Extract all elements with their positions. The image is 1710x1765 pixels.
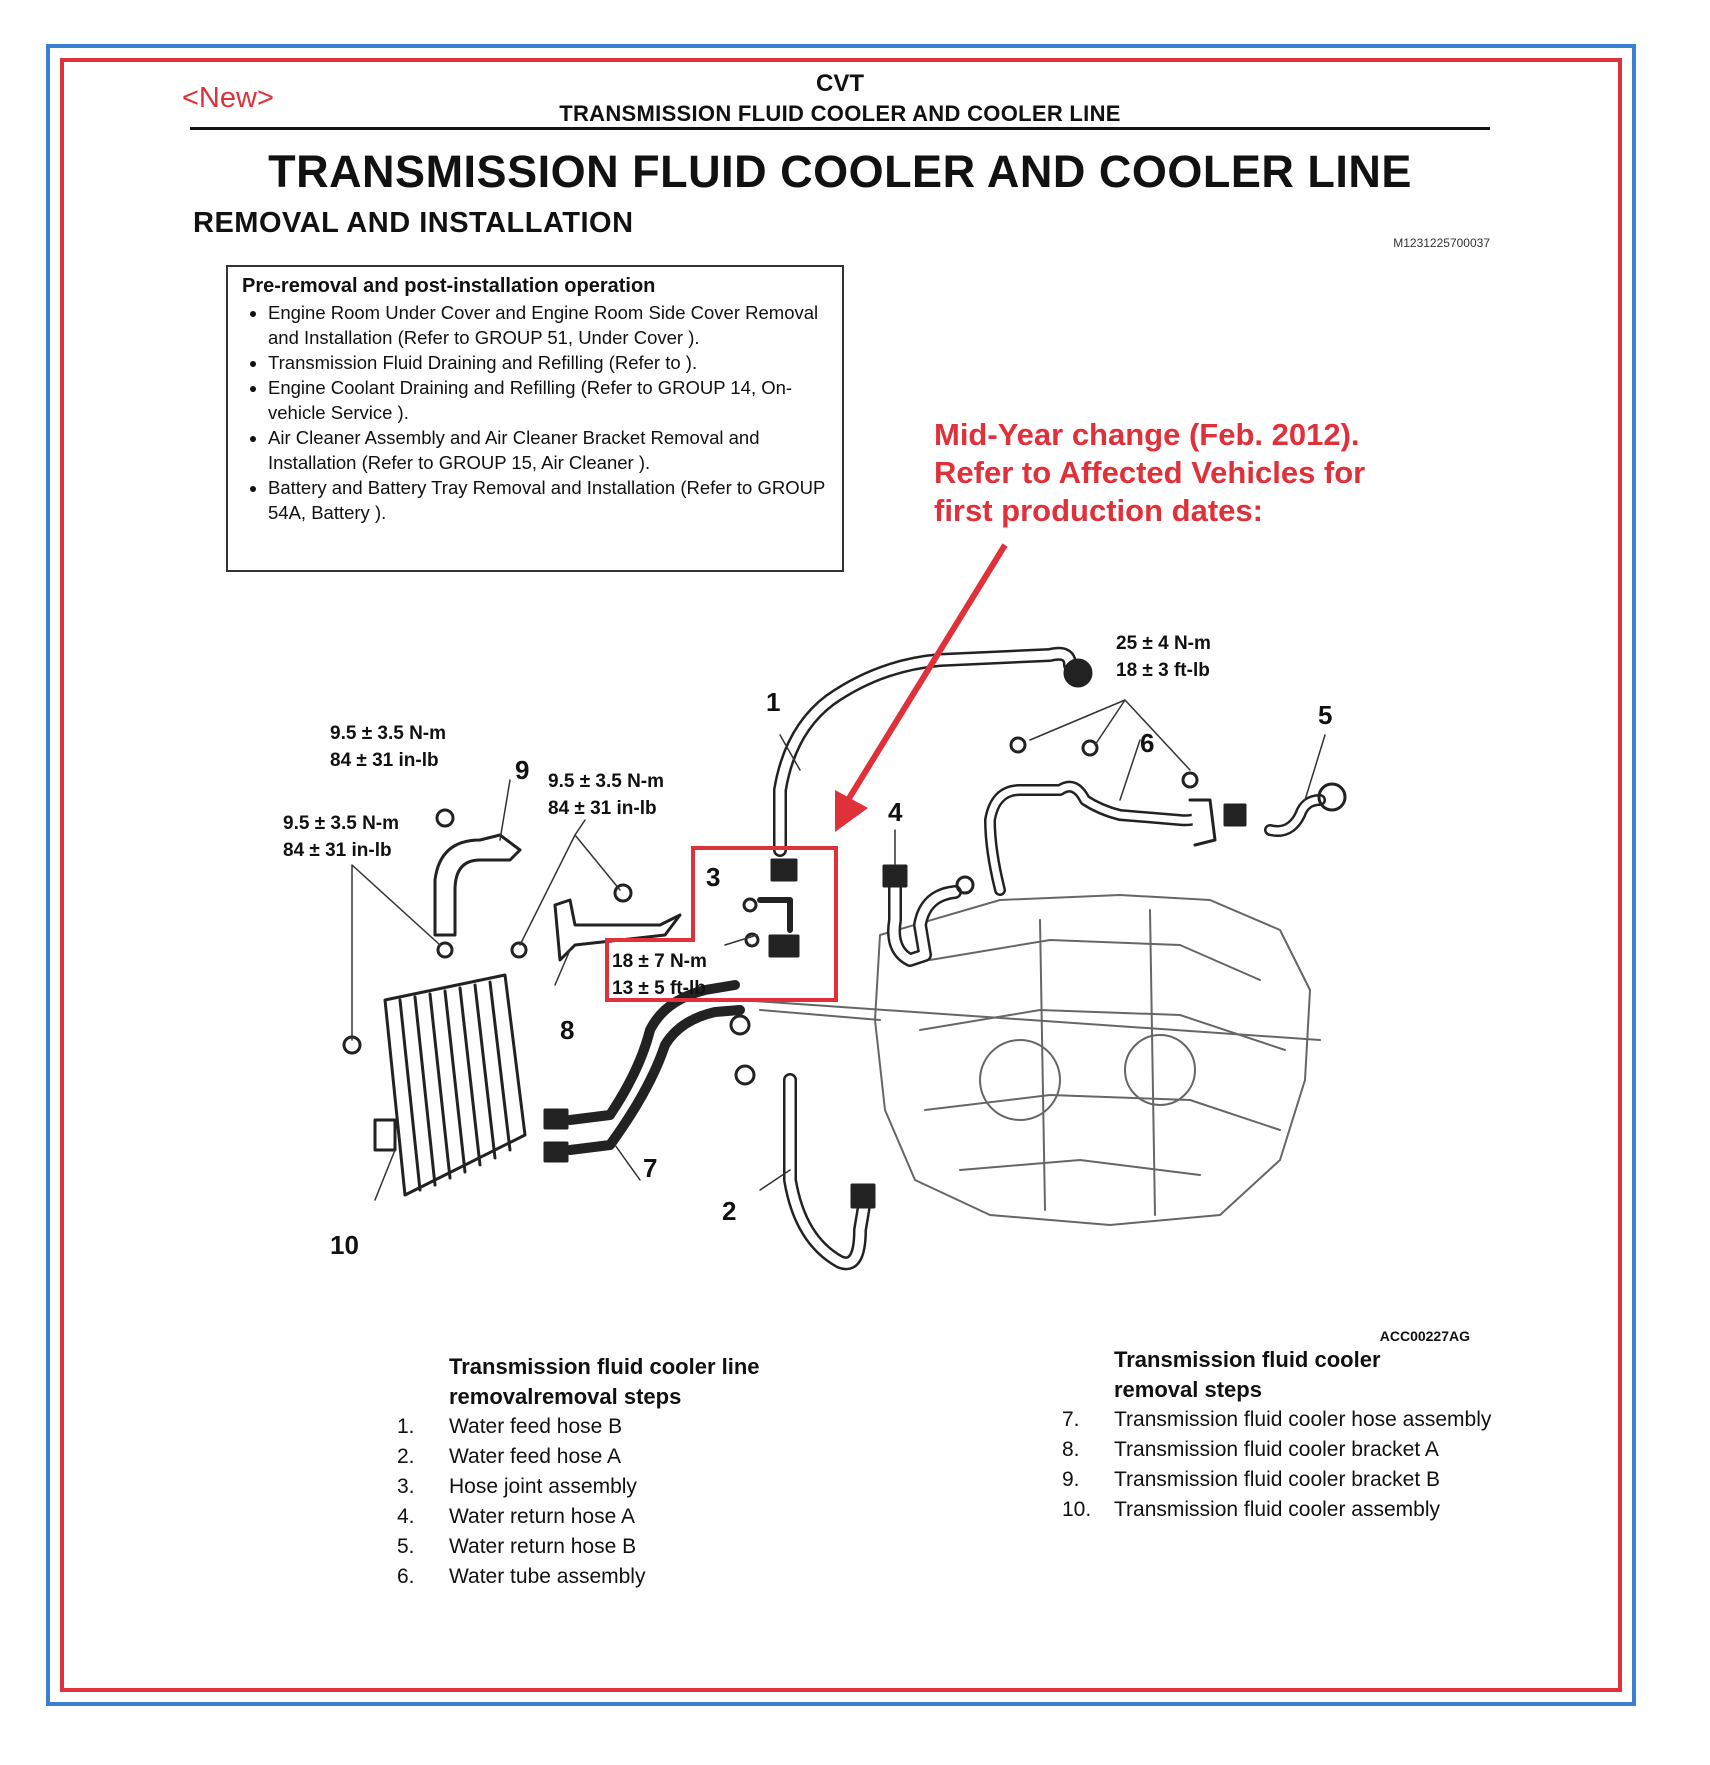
list-item: 1. Water feed hose B (397, 1412, 929, 1442)
fluid-cooler-hose-assembly (565, 980, 740, 1125)
part-label: 2 (722, 1196, 737, 1226)
list-item: 4. Water return hose A (397, 1502, 929, 1532)
list-item: 3. Hose joint assembly (397, 1472, 929, 1502)
part-label: 1 (766, 687, 781, 717)
step-number: 6. (397, 1565, 415, 1588)
torque-box: 18 ± 7 N-m 13 ± 5 ft-lb (612, 948, 707, 1002)
torque-value: 9.5 ± 3.5 N-m (283, 813, 400, 834)
subsection-header: TRANSMISSION FLUID COOLER AND COOLER LIN… (559, 101, 1121, 126)
part-label: 8 (560, 1015, 575, 1045)
part-label: 3 (706, 862, 721, 892)
list-item: 6. Water tube assembly (397, 1562, 929, 1592)
cooler-bracket-b (433, 833, 522, 937)
step-number: 4. (397, 1505, 415, 1528)
torque-left-top: 9.5 ± 3.5 N-m 84 ± 31 in-lb (330, 720, 446, 774)
step-number: 3. (397, 1475, 415, 1498)
step-text: Transmission fluid cooler assembly (1114, 1498, 1441, 1521)
page-title: TRANSMISSION FLUID COOLER AND COOLER LIN… (268, 146, 1412, 197)
step-text: Water return hose B (449, 1535, 637, 1558)
step-number: 1. (397, 1415, 415, 1438)
pre-removal-item: Engine Room Under Cover and Engine Room … (268, 300, 828, 350)
list-title: Transmission fluid cooler (1114, 1347, 1381, 1372)
list-item: 10. Transmission fluid cooler assembly (1062, 1495, 1514, 1525)
torque-value: 84 ± 31 in-lb (548, 798, 657, 819)
section-header: CVT (816, 70, 864, 97)
step-text: Water tube assembly (449, 1565, 646, 1588)
transmission-case (739, 894, 1321, 1226)
step-number: 7. (1062, 1408, 1080, 1431)
step-number: 2. (397, 1445, 415, 1468)
pre-removal-item: Air Cleaner Assembly and Air Cleaner Bra… (268, 425, 828, 475)
torque-value: 84 ± 31 in-lb (330, 750, 439, 771)
new-tag: <New> (182, 82, 274, 114)
step-text: Water feed hose A (449, 1445, 621, 1468)
cooler-bracket-a (553, 898, 682, 962)
torque-mid: 9.5 ± 3.5 N-m 84 ± 31 in-lb (548, 768, 664, 822)
page-subtitle: REMOVAL AND INSTALLATION (193, 207, 634, 239)
list-item: 5. Water return hose B (397, 1532, 929, 1562)
part-label: 9 (515, 755, 530, 785)
callout-line: Refer to Affected Vehicles for (934, 455, 1366, 490)
step-number: 8. (1062, 1438, 1080, 1461)
torque-value: 9.5 ± 3.5 N-m (548, 771, 665, 792)
step-text: Water return hose A (449, 1505, 635, 1528)
torque-value: 9.5 ± 3.5 N-m (330, 723, 447, 744)
pre-removal-box: Pre-removal and post-installation operat… (226, 265, 844, 572)
step-text: Transmission fluid cooler bracket B (1114, 1468, 1441, 1491)
list-item: 7. Transmission fluid cooler hose assembl… (1062, 1405, 1514, 1435)
pre-removal-item: Transmission Fluid Draining and Refillin… (268, 350, 828, 375)
callout-line: Mid-Year change (Feb. 2012). (934, 417, 1360, 452)
header-rule (190, 127, 1490, 130)
callout-arrow (835, 543, 1008, 832)
list-item: 8. Transmission fluid cooler bracket A (1062, 1435, 1514, 1465)
pre-removal-title: Pre-removal and post-installation operat… (242, 275, 656, 297)
outer-blue-frame (46, 44, 1636, 1706)
step-text: Transmission fluid cooler bracket A (1114, 1438, 1439, 1461)
inner-red-frame (60, 58, 1622, 1692)
highlight-region (605, 846, 838, 1002)
pre-removal-item: Engine Coolant Draining and Refilling (R… (268, 375, 828, 425)
torque-left: 9.5 ± 3.5 N-m 84 ± 31 in-lb (283, 810, 399, 864)
torque-value: 13 ± 5 ft-lb (612, 978, 706, 999)
fluid-cooler-assembly (342, 973, 527, 1197)
cooler-steps: Transmission fluid cooler removal steps … (1062, 1345, 1514, 1525)
step-list: 1.Water feed hose B 2.Water feed hose A … (397, 1412, 929, 1592)
step-number: 5. (397, 1535, 415, 1558)
step-text: Transmission fluid cooler hose assembly (1114, 1408, 1492, 1431)
part-label: 10 (330, 1230, 359, 1260)
part-label: 6 (1140, 728, 1155, 758)
pre-removal-list: Engine Room Under Cover and Engine Room … (242, 300, 828, 525)
step-text: Water feed hose B (449, 1415, 623, 1438)
water-feed-hose-a (783, 1073, 872, 1271)
step-text: Hose joint assembly (449, 1475, 637, 1498)
diagram-code: ACC00227AG (1379, 1328, 1470, 1344)
step-list: 7. Transmission fluid cooler hose assembl… (1062, 1405, 1514, 1525)
part-label: 4 (888, 797, 903, 827)
part-label: 5 (1318, 700, 1333, 730)
part-label: 7 (643, 1153, 658, 1183)
list-item: 9. Transmission fluid cooler bracket B (1062, 1465, 1514, 1495)
torque-value: 25 ± 4 N-m (1116, 633, 1211, 654)
list-title: Transmission fluid cooler line (449, 1354, 760, 1379)
step-number: 9. (1062, 1468, 1080, 1491)
cooler-line-steps: Transmission fluid cooler line removalre… (397, 1352, 929, 1592)
callout-line: first production dates: (934, 493, 1263, 528)
torque-value: 18 ± 7 N-m (612, 951, 707, 972)
mid-year-callout: Mid-Year change (Feb. 2012). Refer to Af… (934, 416, 1494, 530)
document-id: M1231225700037 (1393, 236, 1490, 250)
torque-value: 18 ± 3 ft-lb (1116, 660, 1210, 681)
torque-top-right: 25 ± 4 N-m 18 ± 3 ft-lb (1116, 630, 1211, 684)
list-title: removal steps (1114, 1377, 1262, 1402)
pre-removal-item: Battery and Battery Tray Removal and Ins… (268, 475, 828, 525)
water-feed-hose-b (773, 646, 1077, 857)
torque-value: 84 ± 31 in-lb (283, 840, 392, 861)
water-tube-assembly (984, 780, 1211, 896)
step-number: 10. (1062, 1498, 1092, 1521)
list-title: removalremoval steps (449, 1384, 682, 1409)
list-item: 2. Water feed hose A (397, 1442, 929, 1472)
